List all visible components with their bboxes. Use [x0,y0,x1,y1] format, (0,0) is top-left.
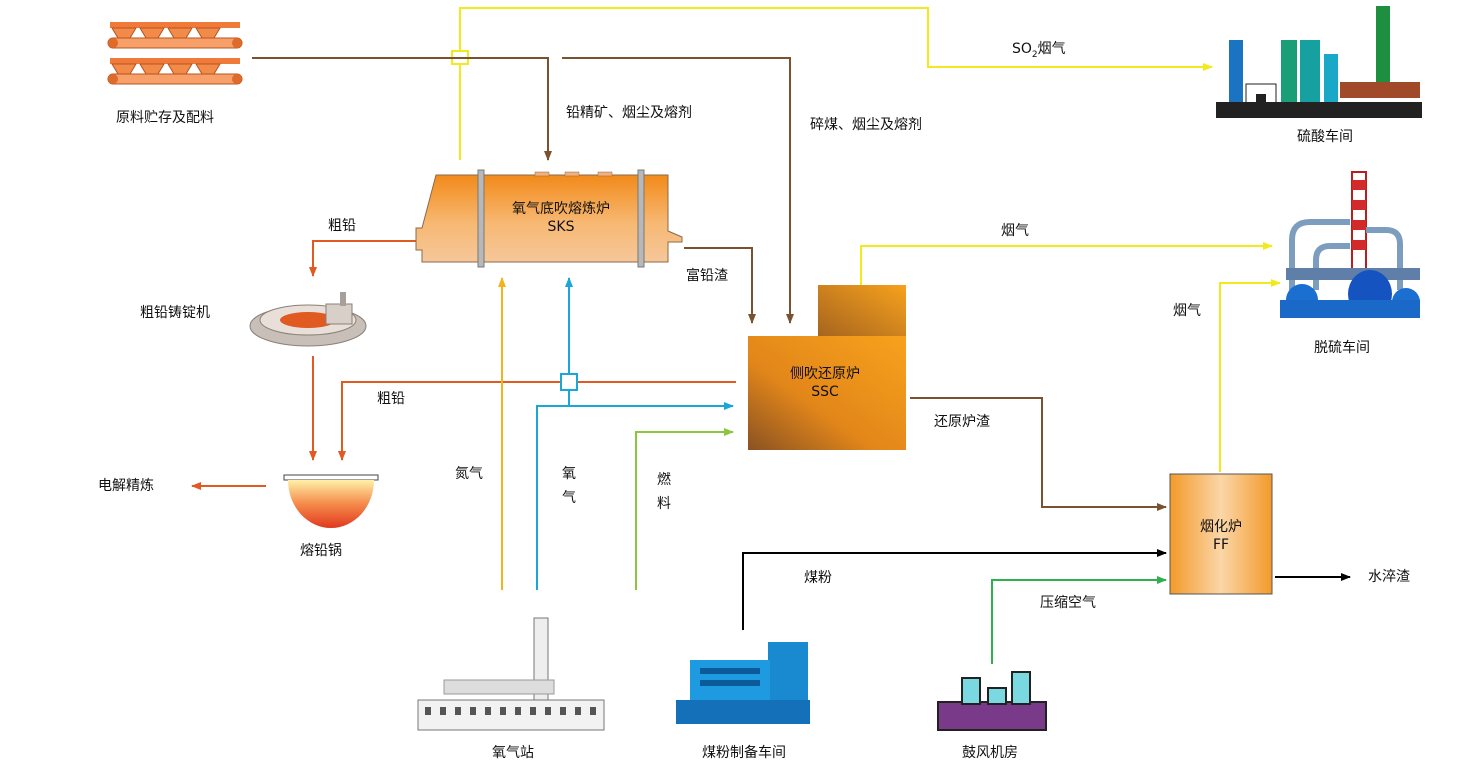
fuel-label: 燃料 [657,472,671,512]
compressed-air-label: 压缩空气 [1040,595,1096,611]
ff-furnace [1169,473,1273,595]
flow-flue-gas-ssc [860,242,1273,285]
sulfuric-acid-label: 硫酸车间 [1297,129,1353,145]
flow-coal-to-ssc [562,57,794,324]
pulverized-coal-label: 煤粉 [804,570,832,586]
ff-label: 烟化炉 FF [1170,518,1272,554]
flow-crude-lead-1 [309,240,418,277]
flow-crude-lead-2 [338,381,736,461]
sks-code: SKS [547,219,575,235]
ssc-furnace [748,285,906,450]
water-slag-label: 水淬渣 [1368,569,1410,585]
blower-room-label: 鼓风机房 [962,745,1018,761]
sks-furnace [415,169,683,268]
desulfurization-plant-icon [1280,171,1420,318]
flow-pulverized-coal [742,549,1167,630]
ssc-name: 侧吹还原炉 [790,366,860,382]
crushed-coal-label: 碎煤、烟尘及熔剂 [810,117,922,133]
flow-reduction-slag [910,397,1167,511]
oxygen-label: 氧气 [562,466,576,506]
sks-name: 氧气底吹熔炼炉 [512,201,610,217]
so2-gas-label: SO2烟气 [1012,40,1066,64]
coal-prep-label: 煤粉制备车间 [702,745,786,761]
crude-lead-label-1: 粗铅 [328,218,356,234]
raw-storage-label: 原料贮存及配料 [116,110,214,126]
crude-lead-label-2: 粗铅 [377,391,405,407]
ff-name: 烟化炉 [1200,519,1242,535]
flue-gas-label-1: 烟气 [1001,223,1029,239]
desulfurization-label: 脱硫车间 [1314,340,1370,356]
sks-label: 氧气底吹熔炼炉 SKS [484,200,638,236]
flow-rich-slag [684,247,756,324]
blower-room-icon [937,671,1047,731]
ingot-machine-icon [249,292,367,347]
flue-gas-label-2: 烟气 [1173,303,1201,319]
flow-so2-gas [459,7,1213,160]
conveyor-storage-icon [107,22,243,85]
ingot-machine-label: 粗铅铸锭机 [140,305,210,321]
ssc-code: SSC [811,384,839,400]
so2-gas-main: SO [1012,41,1032,57]
flow-raw-to-sks [252,57,552,161]
lead-pot-icon [283,474,379,528]
crossing-junction-blue [560,373,578,391]
flow-oxygen-ssc [536,402,734,590]
flow-fuel [635,428,734,590]
ff-code: FF [1212,537,1230,553]
lead-concentrate-label: 铅精矿、烟尘及熔剂 [566,105,692,121]
sulfuric-acid-plant-icon [1216,6,1422,118]
electrolysis-label: 电解精炼 [98,478,154,494]
so2-gas-tail: 烟气 [1037,41,1066,57]
rich-lead-slag-label: 富铅渣 [686,268,728,284]
reduction-slag-label: 还原炉渣 [934,414,990,430]
lead-pot-label: 熔铅锅 [300,543,342,559]
nitrogen-label: 氮气 [455,466,483,482]
flow-flue-gas-ff [1219,279,1281,472]
oxygen-station-label: 氧气站 [492,745,534,761]
so2-gas-sub: 2 [1031,49,1038,60]
ssc-label: 侧吹还原炉 SSC [760,365,890,401]
oxygen-station-icon [417,617,605,731]
flow-compressed-air [991,576,1167,664]
coal-preparation-icon [676,642,810,724]
